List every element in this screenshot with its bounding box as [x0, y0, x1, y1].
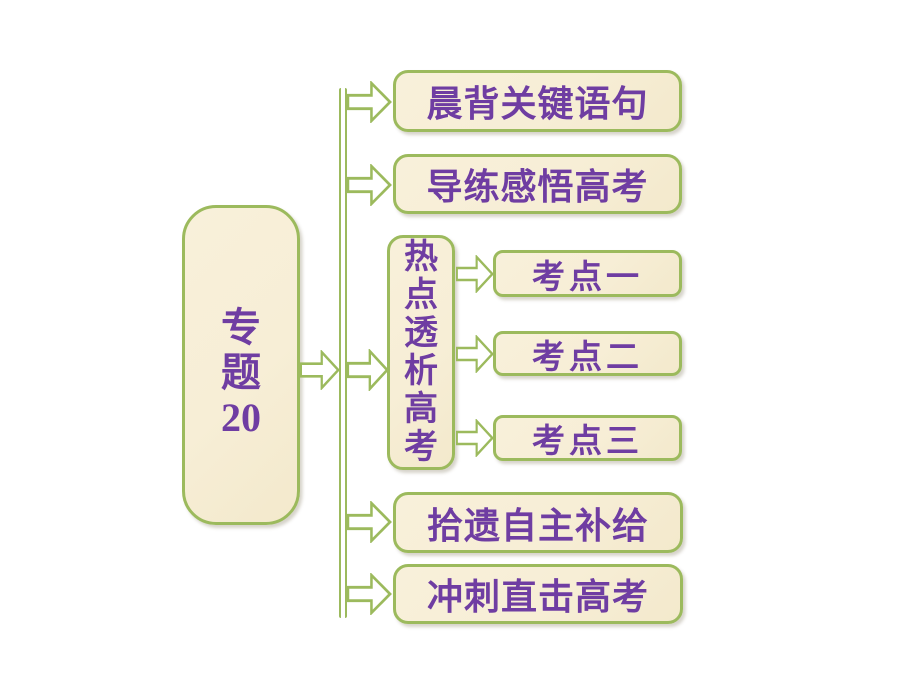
trunk-connector-line	[339, 88, 347, 618]
node-morning-recite-label: 晨背关键语句	[426, 84, 649, 124]
node-sprint-exam-label: 冲刺直击高考	[426, 577, 649, 617]
arrow-hotspot-to-point-2-icon	[456, 335, 494, 373]
node-exam-point-3: 考点三	[493, 415, 682, 461]
topic-number: 20	[221, 394, 261, 440]
node-exam-point-2-label: 考点二	[532, 339, 643, 376]
node-gleaning-supply-label: 拾遗自主补给	[426, 505, 649, 546]
node-guided-practice-label: 导练感悟高考	[426, 167, 649, 207]
topic-label: 专 题 20	[221, 305, 261, 440]
topic-char-2: 题	[221, 349, 261, 395]
node-topic: 专 题 20	[182, 205, 300, 525]
arrow-topic-to-trunk-icon	[300, 350, 340, 390]
arrow-trunk-to-sprint-icon	[347, 573, 392, 615]
node-guided-practice: 导练感悟高考	[393, 154, 682, 214]
arrow-hotspot-to-point-3-icon	[456, 419, 494, 457]
node-morning-recite: 晨背关键语句	[393, 70, 682, 132]
arrow-trunk-to-morning-icon	[347, 81, 392, 123]
arrow-trunk-to-guided-icon	[347, 164, 392, 206]
node-hotspot-analysis-label: 热 点 透 析 高 考	[404, 238, 438, 466]
node-hotspot-analysis: 热 点 透 析 高 考	[387, 235, 455, 470]
node-gleaning-supply: 拾遗自主补给	[393, 492, 683, 553]
topic-char-1: 专	[221, 304, 261, 350]
arrow-hotspot-to-point-1-icon	[456, 255, 494, 293]
node-exam-point-1: 考点一	[493, 250, 682, 297]
arrow-trunk-to-gleaning-icon	[347, 501, 392, 543]
node-exam-point-2: 考点二	[493, 331, 682, 376]
arrow-trunk-to-hotspot-icon	[347, 349, 389, 391]
node-exam-point-1-label: 考点一	[532, 259, 643, 296]
node-exam-point-3-label: 考点三	[532, 424, 643, 460]
node-sprint-exam: 冲刺直击高考	[393, 564, 683, 624]
